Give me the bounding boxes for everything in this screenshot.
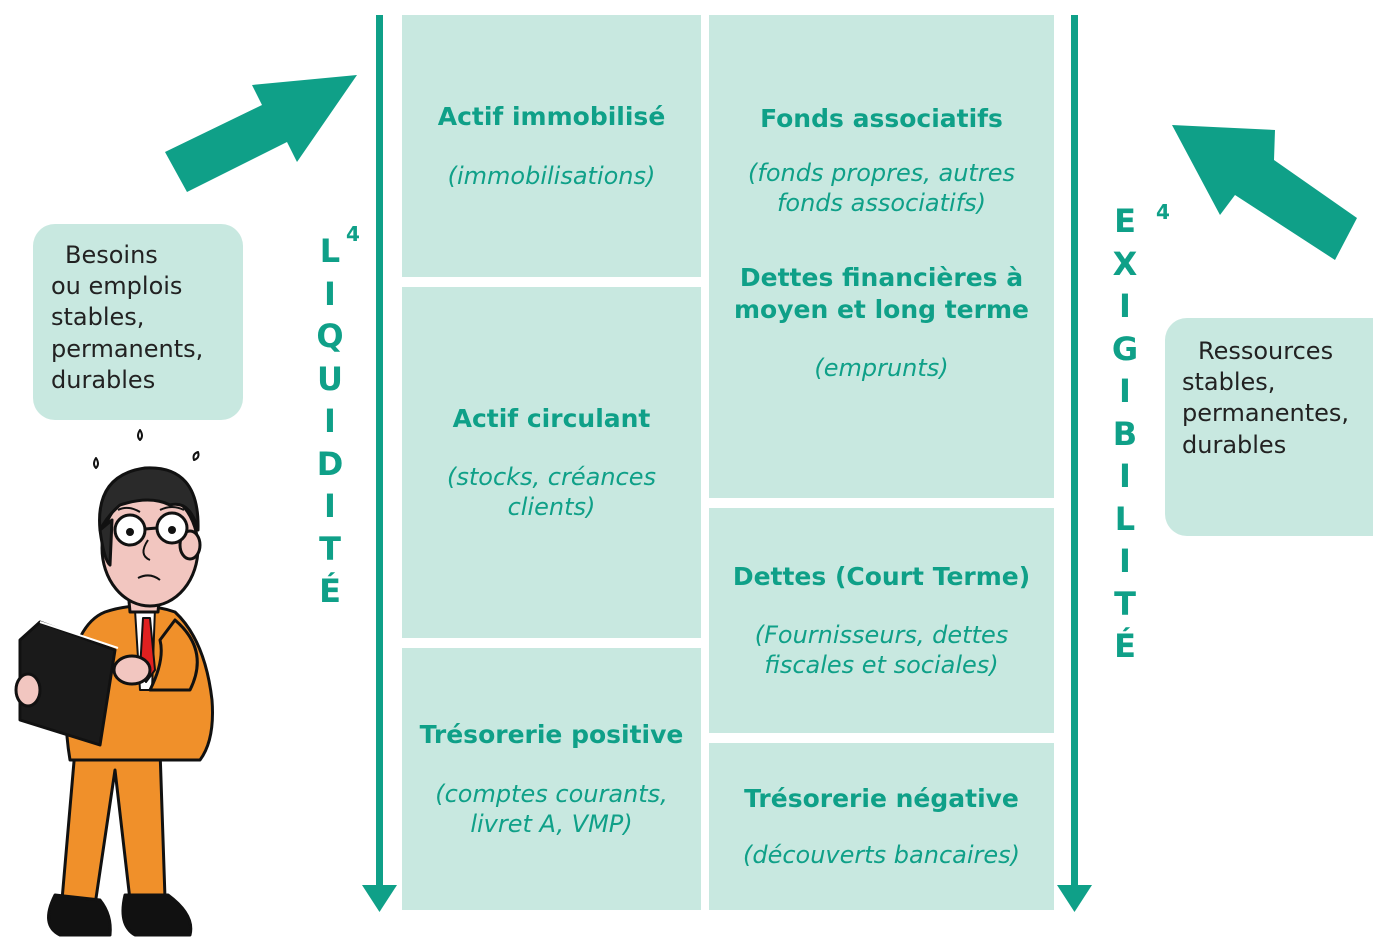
cell-title: Actif immobilisé <box>437 102 666 132</box>
subtitle-line: (fonds propres, autres <box>748 159 1015 188</box>
exigibilite-label: E X I G I B I L I T É <box>1105 200 1145 668</box>
cell-subtitle: (stocks, créances clients) <box>447 462 656 522</box>
cell-dettes-court-terme: Dettes (Court Terme) (Fournisseurs, dett… <box>709 508 1054 733</box>
letter: X <box>1112 244 1138 283</box>
cell-fonds-et-dettes-financieres: Fonds associatifs (fonds propres, autres… <box>709 15 1054 498</box>
cell-subtitle: (découverts bancaires) <box>742 841 1021 870</box>
subtitle-line: clients) <box>507 493 596 522</box>
subtitle-line: (stocks, créances <box>446 463 657 492</box>
bubble-line: stables, <box>1182 368 1276 397</box>
letter: D <box>316 444 344 483</box>
cell-subtitle-2: (emprunts) <box>814 353 949 382</box>
arrow-up-right-icon <box>165 75 357 192</box>
cell-actif-immobilise: Actif immobilisé (immobilisations) <box>402 15 701 277</box>
subtitle-line: livret A, VMP) <box>470 809 633 838</box>
letter: L <box>1114 499 1136 538</box>
exigibilite-axis-arrow <box>1057 15 1092 912</box>
bubble-line: permanentes, <box>1182 399 1350 428</box>
cell-subtitle: (immobilisations) <box>447 161 656 190</box>
letter: É <box>1114 627 1136 665</box>
letter: T <box>1114 584 1136 623</box>
subtitle-line: (Fournisseurs, dettes <box>754 621 1009 650</box>
letter: E <box>1114 202 1136 240</box>
liquidite-label: L I Q U I D I T É <box>310 230 350 613</box>
cell-title: Trésorerie positive <box>419 720 684 750</box>
letter: U <box>317 359 343 398</box>
bubble-line: permanents, <box>51 334 204 363</box>
liquidite-superscript: 4 <box>346 222 360 246</box>
letter: B <box>1112 414 1138 453</box>
title-line: Dettes financières à <box>739 263 1024 293</box>
cell-subtitle: (comptes courants, livret A, VMP) <box>435 779 668 839</box>
cell-subtitle: (fonds propres, autres fonds associatifs… <box>748 158 1015 218</box>
worried-accountant-illustration <box>14 429 214 937</box>
subtitle-line: fiscales et sociales) <box>764 651 999 680</box>
bubble-line: Ressources <box>1198 337 1334 365</box>
subtitle-line: (comptes courants, <box>435 779 668 808</box>
bubble-besoins: Besoins ou emplois stables, permanents, … <box>33 224 243 420</box>
bubble-ressources: Ressources stables, permanentes, durable… <box>1165 318 1373 536</box>
letter: É <box>319 572 341 610</box>
cell-tresorerie-positive: Trésorerie positive (comptes courants, l… <box>402 648 701 910</box>
arrow-up-left-icon <box>1172 125 1357 260</box>
bubble-line: stables, <box>51 303 145 332</box>
letter: L <box>319 232 341 270</box>
bubble-line: durables <box>1182 430 1287 459</box>
cell-title: Fonds associatifs <box>760 104 1003 133</box>
subtitle-line: fonds associatifs) <box>776 189 987 218</box>
bubble-line: Besoins <box>65 241 158 269</box>
cell-title: Dettes (Court Terme) <box>732 561 1031 591</box>
cell-title: Trésorerie négative <box>744 783 1019 813</box>
title-line: moyen et long terme <box>734 294 1029 324</box>
letter: I <box>1119 287 1131 325</box>
exigibilite-superscript: 4 <box>1156 200 1170 224</box>
cell-title: Actif circulant <box>452 403 651 433</box>
letter: I <box>324 402 336 440</box>
letter: I <box>1119 372 1131 410</box>
liquidite-axis-arrow <box>362 15 397 912</box>
cell-subtitle: (Fournisseurs, dettes fiscales et social… <box>755 620 1009 680</box>
letter: Q <box>316 317 344 355</box>
letter: I <box>1119 457 1131 495</box>
letter: G <box>1111 329 1139 368</box>
cell-actif-circulant: Actif circulant (stocks, créances client… <box>402 287 701 638</box>
cell-tresorerie-negative: Trésorerie négative (découverts bancaire… <box>709 743 1054 910</box>
letter: I <box>324 487 336 525</box>
cell-title-2: Dettes financières à moyen et long terme <box>734 262 1029 325</box>
bubble-line: ou emplois <box>51 272 183 301</box>
letter: I <box>1119 542 1131 580</box>
letter: T <box>319 529 341 568</box>
letter: I <box>324 274 336 313</box>
bubble-line: durables <box>51 365 156 394</box>
